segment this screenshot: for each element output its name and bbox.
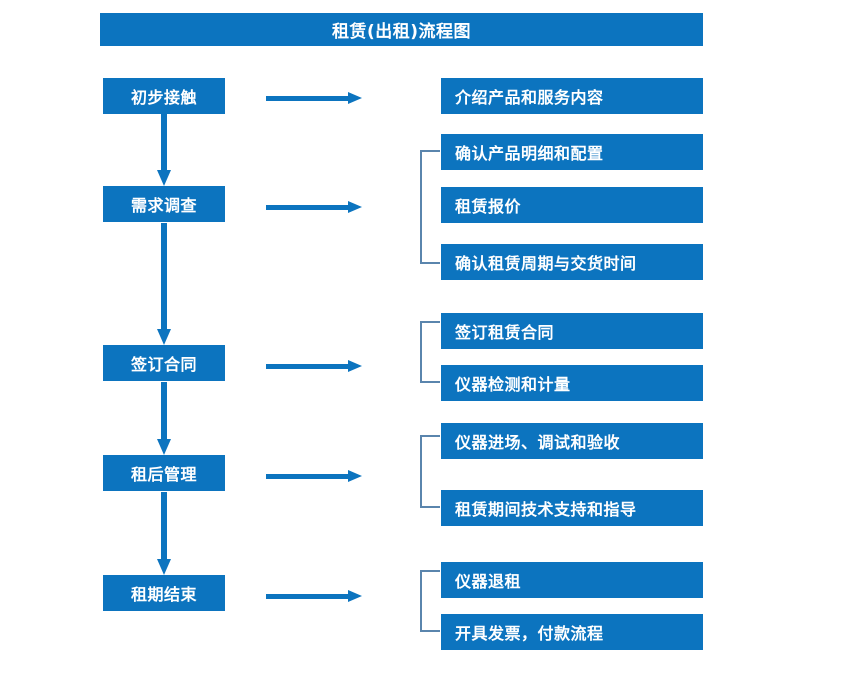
detail-box-2[interactable]: 确认产品明细和配置 <box>441 134 703 170</box>
down-arrow-icon-2 <box>157 223 171 345</box>
detail-box-9[interactable]: 仪器退租 <box>441 562 703 598</box>
group-bracket-4 <box>420 570 440 632</box>
stage-box-5[interactable]: 租期结束 <box>103 575 225 611</box>
detail-box-4[interactable]: 确认租赁周期与交货时间 <box>441 244 703 280</box>
right-arrow-icon-2 <box>266 198 362 213</box>
detail-box-6[interactable]: 仪器检测和计量 <box>441 365 703 401</box>
right-arrow-icon-4 <box>266 467 362 482</box>
group-bracket-2 <box>420 321 440 383</box>
stage-box-3[interactable]: 签订合同 <box>103 345 225 381</box>
detail-box-8[interactable]: 租赁期间技术支持和指导 <box>441 490 703 526</box>
flowchart-title: 租赁(出租)流程图 <box>100 13 703 46</box>
right-arrow-icon-1 <box>266 89 362 104</box>
right-arrow-icon-5 <box>266 587 362 602</box>
detail-box-7[interactable]: 仪器进场、调试和验收 <box>441 423 703 459</box>
detail-box-10[interactable]: 开具发票，付款流程 <box>441 614 703 650</box>
detail-box-5[interactable]: 签订租赁合同 <box>441 313 703 349</box>
down-arrow-icon-3 <box>157 382 171 455</box>
detail-box-3[interactable]: 租赁报价 <box>441 187 703 223</box>
stage-box-2[interactable]: 需求调查 <box>103 186 225 222</box>
group-bracket-1 <box>420 150 440 264</box>
down-arrow-icon-1 <box>157 114 171 186</box>
detail-box-1[interactable]: 介绍产品和服务内容 <box>441 78 703 114</box>
right-arrow-icon-3 <box>266 357 362 372</box>
stage-box-1[interactable]: 初步接触 <box>103 78 225 114</box>
down-arrow-icon-4 <box>157 492 171 575</box>
stage-box-4[interactable]: 租后管理 <box>103 455 225 491</box>
group-bracket-3 <box>420 435 440 508</box>
